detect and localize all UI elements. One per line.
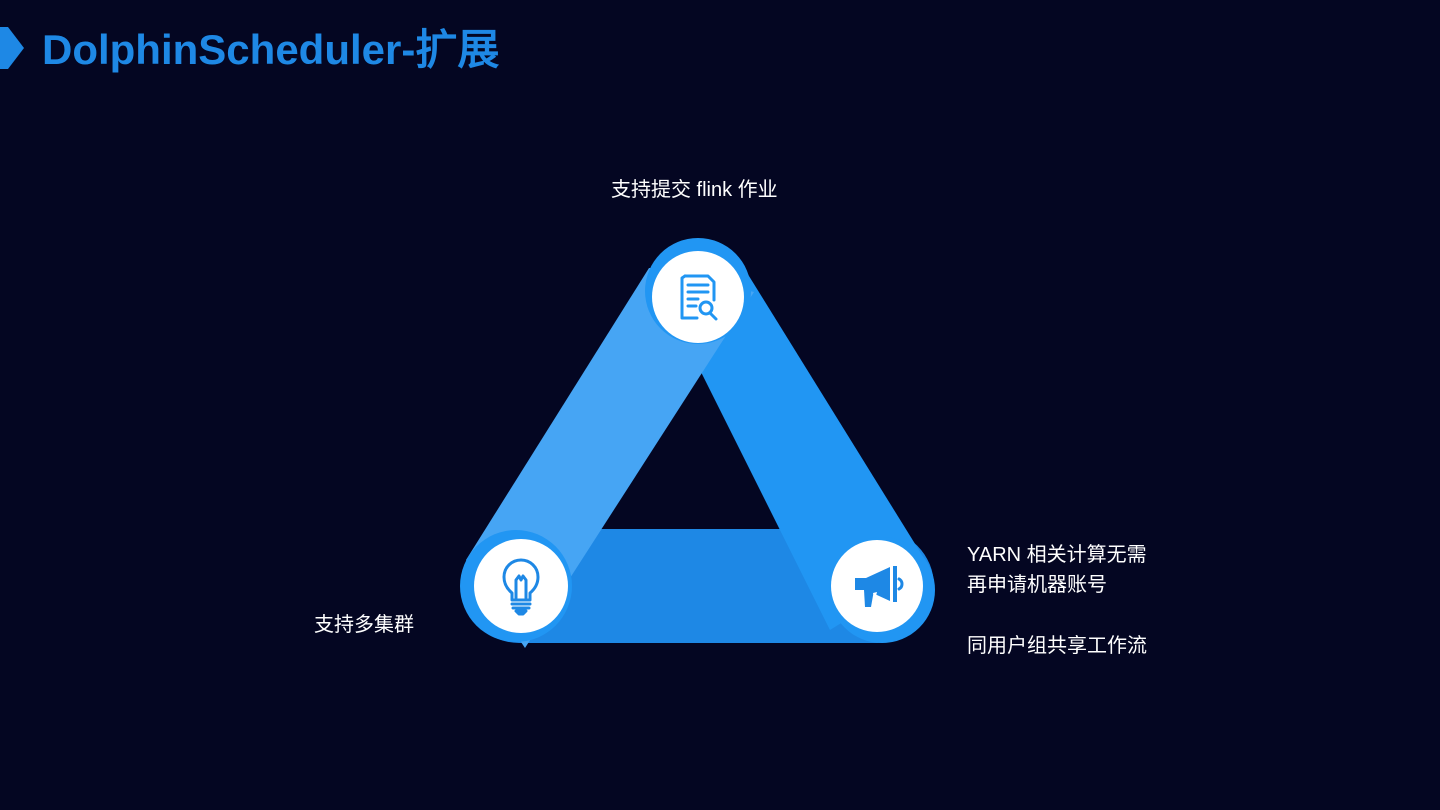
- left-node: [460, 530, 572, 642]
- right-node-caption-line-1: YARN 相关计算无需: [967, 540, 1147, 570]
- top-node: [645, 238, 751, 344]
- top-node-caption: 支持提交 flink 作业: [611, 175, 778, 205]
- left-node-caption: 支持多集群: [314, 610, 414, 640]
- right-node-caption-line-2: 再申请机器账号: [967, 570, 1107, 600]
- right-node: [829, 537, 935, 643]
- right-node-caption-line-3: 同用户组共享工作流: [967, 631, 1147, 661]
